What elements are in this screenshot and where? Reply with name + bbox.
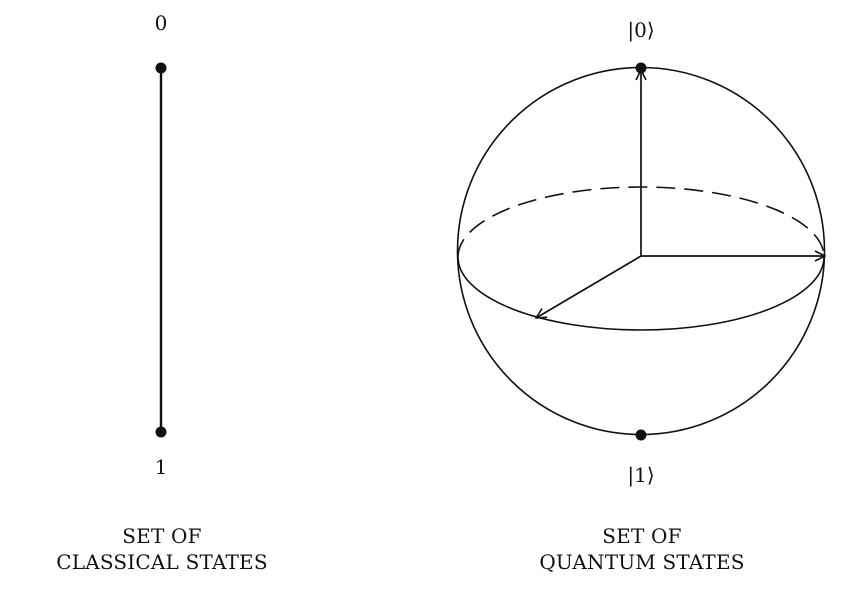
classical-point-zero bbox=[155, 62, 167, 74]
quantum-label-one: |1⟩ bbox=[627, 463, 654, 488]
equator-front bbox=[457, 256, 825, 331]
quantum-caption-line1: SET OF bbox=[602, 524, 682, 548]
pole-one-point bbox=[635, 429, 647, 441]
classical-states-caption: SET OF CLASSICAL STATES bbox=[12, 523, 312, 575]
classical-caption-line1: SET OF bbox=[122, 524, 202, 548]
classical-caption-line2: CLASSICAL STATES bbox=[56, 550, 268, 574]
quantum-label-zero: |0⟩ bbox=[627, 18, 654, 43]
quantum-caption-line2: QUANTUM STATES bbox=[539, 550, 745, 574]
axis-x bbox=[536, 255, 642, 318]
classical-states-figure: 0 1 bbox=[155, 11, 168, 479]
classical-label-one: 1 bbox=[155, 455, 168, 479]
bloch-sphere-figure: |0⟩ |1⟩ bbox=[456, 18, 826, 488]
quantum-states-caption: SET OF QUANTUM STATES bbox=[492, 523, 792, 575]
classical-label-zero: 0 bbox=[155, 11, 168, 35]
classical-point-one bbox=[155, 426, 167, 438]
pole-zero-point bbox=[635, 62, 647, 74]
